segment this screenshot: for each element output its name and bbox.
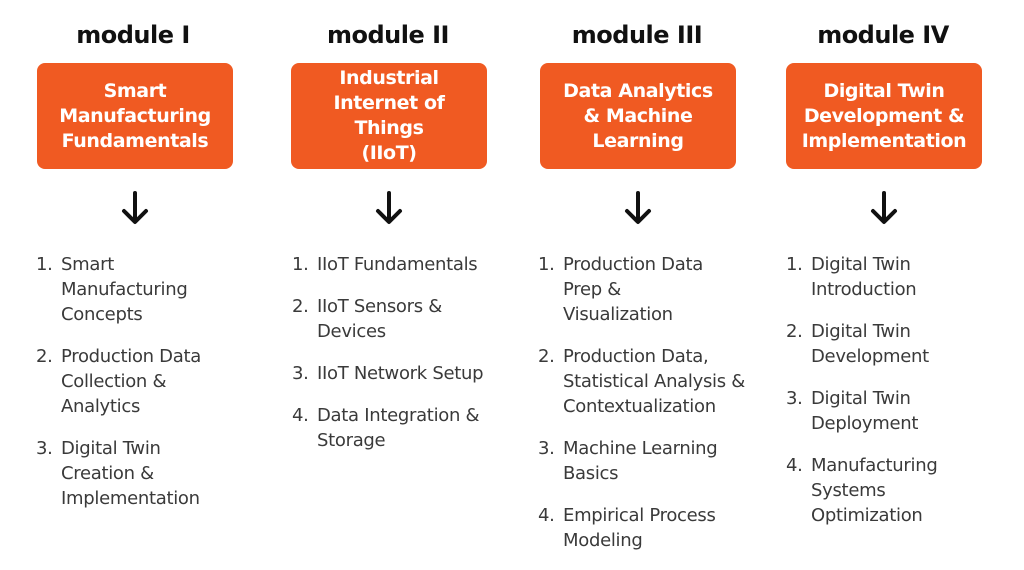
list-item: 2. Production Data, Statistical Analysis… [538,344,762,419]
module-heading: module II [327,21,449,49]
list-item-number: 1. [36,254,53,275]
list-item-text: IIoT Fundamentals [317,254,478,275]
list-item: 1. Smart Manufacturing Concepts [36,252,236,327]
module-title: Digital Twin Development & Implementatio… [801,79,967,152]
topic-list: 1. IIoT Fundamentals 2. IIoT Sensors & D… [292,252,507,470]
list-item-number: 1. [786,254,803,275]
list-item-text: Machine Learning Basics [563,438,718,484]
list-item-text: Manufacturing Systems Optimization [811,455,938,526]
list-item-text: IIoT Network Setup [317,363,484,384]
list-item-text: Smart Manufacturing Concepts [61,254,188,325]
list-item: 1. IIoT Fundamentals [292,252,507,277]
list-item-number: 3. [786,388,803,409]
list-item: 3. Digital Twin Deployment [786,386,986,436]
topic-list: 1. Production Data Prep & Visualization … [538,252,762,570]
list-item-text: Digital Twin Introduction [811,254,917,300]
list-item: 1. Digital Twin Introduction [786,252,986,302]
list-item-text: Digital Twin Development [811,321,929,367]
list-item-number: 2. [786,321,803,342]
list-item-number: 4. [786,455,803,476]
list-item: 2. IIoT Sensors & Devices [292,294,507,344]
module-2: module II Industrial Internet of Things … [263,0,513,567]
module-4: module IV Digital Twin Development & Imp… [758,0,1008,567]
list-item: 3. Machine Learning Basics [538,436,762,486]
arrow-down-icon [871,191,897,224]
list-item-number: 1. [538,254,555,275]
list-item: 1. Production Data Prep & Visualization [538,252,762,327]
module-title: Smart Manufacturing Fundamentals [59,79,211,152]
module-title: Industrial Internet of Things (IIoT) [333,67,445,164]
list-item-number: 4. [292,405,309,426]
list-item-number: 3. [538,438,555,459]
list-item-number: 4. [538,505,555,526]
topic-list: 1. Digital Twin Introduction 2. Digital … [786,252,986,545]
module-title-box: Smart Manufacturing Fundamentals [37,63,233,169]
list-item: 2. Digital Twin Development [786,319,986,369]
module-title-box: Digital Twin Development & Implementatio… [786,63,982,169]
list-item-text: Digital Twin Creation & Implementation [61,438,200,509]
topic-list: 1. Smart Manufacturing Concepts 2. Produ… [36,252,236,528]
list-item-number: 2. [36,346,53,367]
module-heading: module III [571,21,703,49]
list-item: 2. Production Data Collection & Analytic… [36,344,236,419]
module-1: module I Smart Manufacturing Fundamental… [8,0,258,567]
module-title: Data Analytics & Machine Learning [563,79,713,152]
list-item: 4. Manufacturing Systems Optimization [786,453,986,528]
list-item-text: Digital Twin Deployment [811,388,919,434]
list-item: 3. Digital Twin Creation & Implementatio… [36,436,236,511]
module-title-box: Data Analytics & Machine Learning [540,63,736,169]
module-heading: module IV [817,21,949,49]
list-item-text: Production Data Collection & Analytics [61,346,201,417]
list-item-number: 2. [538,346,555,367]
list-item-text: Production Data Prep & Visualization [563,254,703,325]
arrow-down-icon [625,191,651,224]
list-item-number: 3. [36,438,53,459]
list-item-number: 1. [292,254,309,275]
module-title-box: Industrial Internet of Things (IIoT) [291,63,487,169]
list-item-text: Production Data, Statistical Analysis & … [563,346,745,417]
list-item: 3. IIoT Network Setup [292,361,507,386]
list-item-text: Data Integration & Storage [317,405,480,451]
list-item-number: 2. [292,296,309,317]
module-3: module III Data Analytics & Machine Lear… [512,0,762,567]
list-item: 4. Data Integration & Storage [292,403,507,453]
list-item: 4. Empirical Process Modeling [538,503,762,553]
module-heading: module I [76,21,190,49]
list-item-text: Empirical Process Modeling [563,505,716,551]
list-item-number: 3. [292,363,309,384]
list-item-text: IIoT Sensors & Devices [317,296,442,342]
arrow-down-icon [376,191,402,224]
arrow-down-icon [122,191,148,224]
